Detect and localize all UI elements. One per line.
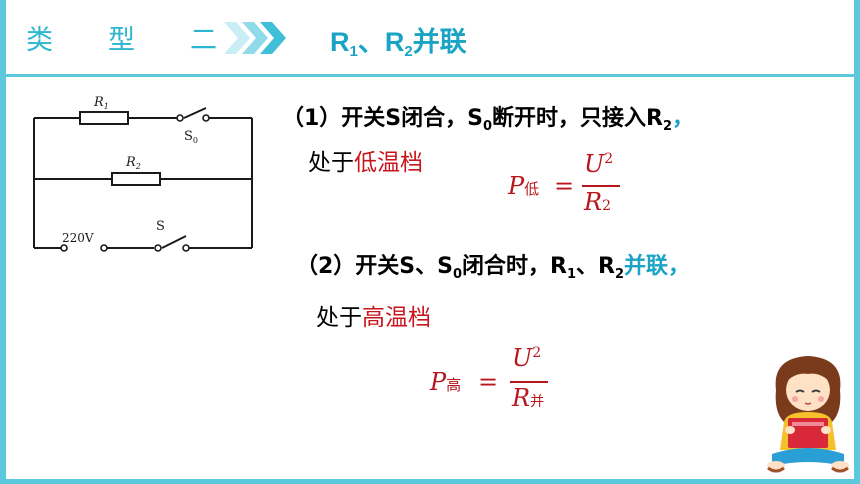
- page-title: R1、R2并联: [330, 27, 467, 60]
- section-type-label: 类型二: [26, 18, 217, 57]
- case1-state: 处于低温档: [308, 150, 423, 176]
- low-power-formula: P低 = U2 R2: [508, 148, 628, 228]
- type-char: 二: [190, 25, 217, 56]
- type-char: 类: [26, 25, 53, 56]
- case2-state: 处于高温档: [316, 305, 431, 331]
- r1-label: R1: [93, 95, 109, 111]
- voltage-label: 220V: [62, 231, 94, 245]
- chevron-arrows-icon: [224, 22, 286, 54]
- case1-statement: （1）开关S闭合，S0断开时，只接入R2，: [282, 106, 695, 134]
- s0-label: S0: [184, 129, 198, 145]
- case2-statement: （2）开关S、S0闭合时，R1、R2并联，: [296, 254, 691, 282]
- high-power-formula: P高 = U2 R并: [430, 344, 560, 424]
- header-divider: [6, 74, 854, 77]
- s-label: S: [156, 219, 165, 234]
- circuit-diagram: R1 R2 S0 220V S: [33, 95, 253, 252]
- r2-label: R2: [125, 155, 141, 171]
- girl-reading-illustration: [767, 356, 849, 473]
- type-char: 型: [108, 25, 135, 56]
